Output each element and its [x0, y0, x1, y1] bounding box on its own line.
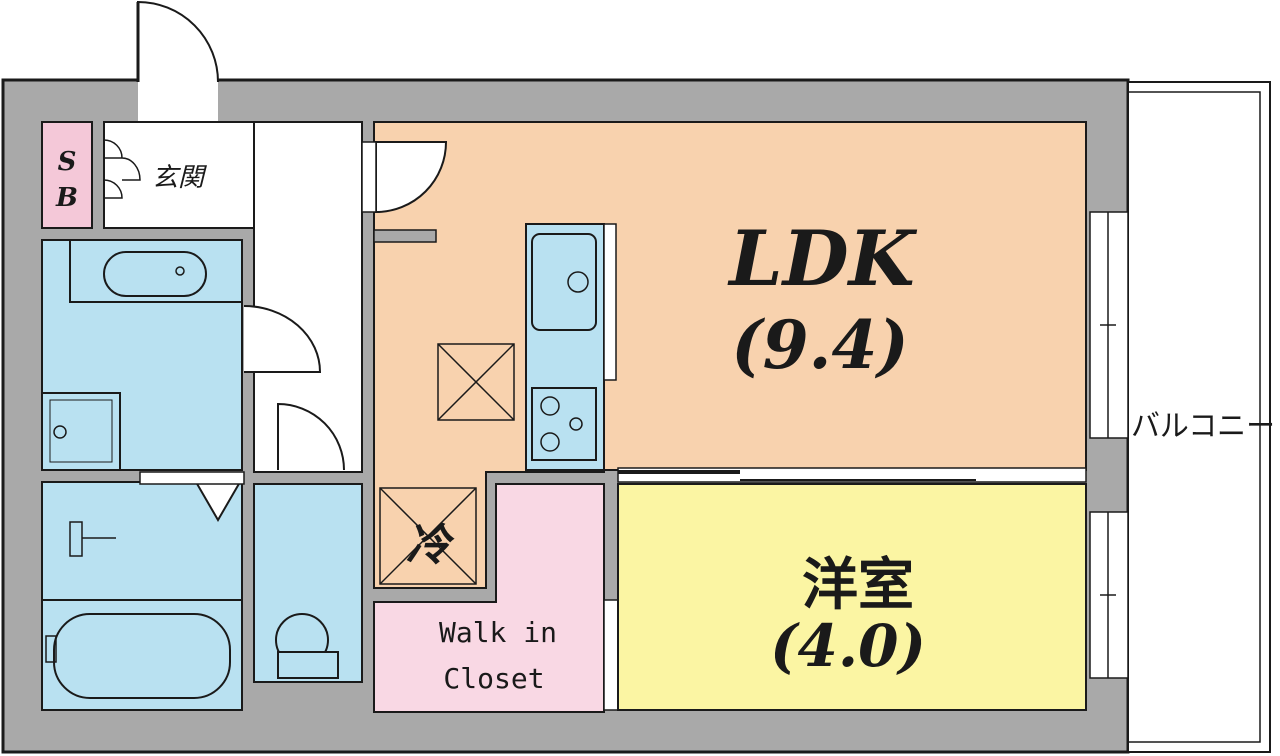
washroom-door	[243, 305, 322, 373]
entrance-door-swing	[137, 0, 219, 83]
washing-machine-inner	[49, 399, 113, 463]
entrance-door-opening	[138, 80, 218, 122]
closet-room	[373, 483, 605, 713]
fridge-x2	[379, 487, 477, 585]
kitchen-sink-drain	[567, 271, 589, 293]
storage-label-line2: B	[55, 183, 78, 213]
balcony-area	[1127, 81, 1271, 753]
western-room	[617, 483, 1087, 711]
stove-burner-2	[540, 432, 560, 452]
ldk-size-label: (9.4)	[731, 306, 908, 384]
washing-machine-drain	[53, 425, 67, 439]
ldk-door-frame	[361, 141, 377, 213]
ceiling-vent	[437, 343, 515, 421]
storage-label-line1: S	[58, 147, 77, 177]
entrance-label: 玄関	[152, 163, 207, 193]
partition-wall	[373, 229, 437, 243]
fridge-space	[379, 487, 477, 585]
balcony-label: バルコニー	[1131, 409, 1275, 444]
ldk-door	[375, 141, 448, 214]
closet-door-frame	[603, 599, 619, 711]
bath-faucet	[45, 635, 57, 663]
ldk-label: LDK	[727, 214, 917, 303]
bathtub-inner	[53, 613, 231, 699]
bathroom-door-frame	[139, 471, 245, 485]
washbasin-drain	[175, 266, 185, 276]
western-label: 洋室	[802, 553, 914, 618]
stove	[531, 387, 597, 461]
shower-faucet	[69, 521, 83, 557]
ceiling-vent-x2	[437, 343, 515, 421]
closet-label-line1: Walk in	[439, 616, 557, 649]
bathroom-door	[195, 481, 241, 522]
toilet-door	[277, 402, 345, 471]
western-size-label: (4.0)	[770, 612, 926, 680]
toilet-tank	[277, 651, 339, 679]
storage-door	[103, 139, 141, 199]
washing-machine-pan	[41, 392, 121, 471]
stove-burner-3	[569, 417, 583, 431]
entrance-room	[103, 121, 255, 229]
stove-burner-1	[540, 396, 560, 416]
kitchen-backsplash	[603, 223, 617, 381]
fridge-label: 冷	[406, 520, 455, 571]
washbasin	[103, 251, 207, 297]
storage-room	[41, 121, 93, 229]
closet-label-line2: Closet	[443, 662, 544, 695]
kitchen-sink	[531, 233, 597, 331]
